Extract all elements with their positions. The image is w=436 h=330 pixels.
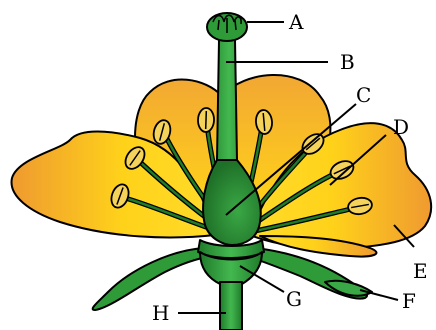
- label-c: C: [356, 83, 371, 107]
- stigma: [207, 13, 247, 41]
- label-f: F: [402, 289, 416, 313]
- label-h: H: [152, 301, 169, 325]
- label-e: E: [413, 259, 428, 283]
- pedicel: [220, 282, 242, 330]
- label-b: B: [340, 50, 355, 74]
- label-g: G: [286, 287, 302, 311]
- anther-4: [198, 108, 215, 133]
- sepal-tip: [325, 281, 372, 296]
- label-a: A: [288, 10, 304, 34]
- label-d: D: [393, 115, 409, 139]
